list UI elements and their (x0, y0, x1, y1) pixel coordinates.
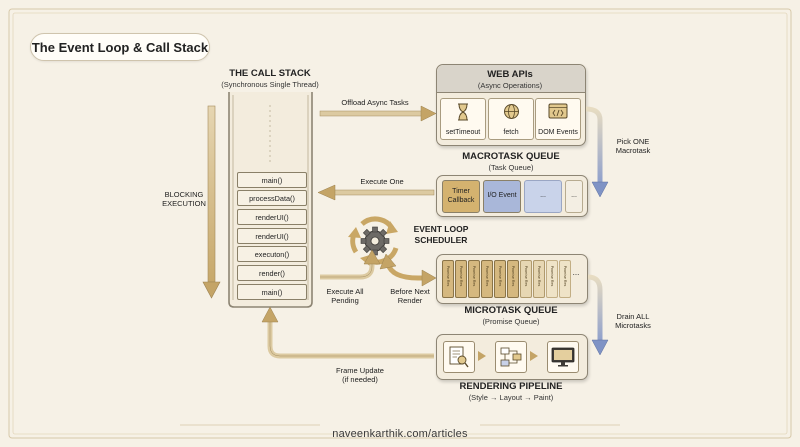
stack-frame: renderUI() (237, 209, 307, 225)
footer-url[interactable]: naveenkarthik.com/articles (332, 428, 468, 440)
macrotask-heading: MACROTASK QUEUE (462, 151, 560, 162)
web-apis-subheading: (Async Operations) (477, 81, 543, 90)
frame-update-label: Frame Update(if needed) (336, 366, 384, 385)
code-window-icon (548, 103, 568, 119)
api-label: setTimeout (445, 129, 481, 136)
api-label: DOM Events (538, 129, 578, 136)
render-step-style (443, 341, 475, 373)
paint-monitor-icon (551, 347, 575, 367)
microtask-item: Promise Res (494, 260, 506, 298)
stack-frame: main() (237, 284, 307, 300)
microtask-subheading: (Promise Queue) (482, 317, 540, 326)
api-card-dom-events: DOM Events (535, 98, 581, 140)
stack-frame: main() (237, 172, 307, 188)
hourglass-icon (458, 103, 468, 121)
api-card-fetch: fetch (488, 98, 534, 140)
microtask-item: Promise Res (481, 260, 493, 298)
macrotask-item: I/O Event (483, 180, 521, 213)
api-card-settimeout: setTimeout (440, 98, 486, 140)
microtask-ellipsis: ... (572, 268, 580, 277)
web-apis-heading: WEB APIs (487, 69, 533, 80)
microtask-item: Promise Res (455, 260, 467, 298)
offload-label: Offload Async Tasks (341, 98, 409, 107)
globe-icon (504, 104, 519, 119)
execute-one-label: Execute One (360, 177, 404, 186)
microtask-item: Promise Res (546, 260, 558, 298)
call-stack-heading: THE CALL STACK (229, 68, 311, 79)
microtask-item: Promise Res (533, 260, 545, 298)
stack-frame: renderUI() (237, 228, 307, 244)
microtask-item: Promise Res (468, 260, 480, 298)
microtask-item: Promise Res (520, 260, 532, 298)
call-stack-subheading: (Synchronous Single Thread) (221, 80, 319, 89)
api-label: fetch (503, 129, 519, 136)
macrotask-item: ... (565, 180, 583, 213)
render-step-layout (495, 341, 527, 373)
diagram-title: The Event Loop & Call Stack (30, 33, 210, 61)
render-step-paint (547, 341, 579, 373)
stack-frame: processData() (237, 190, 307, 206)
rendering-subheading: (Style → Layout → Paint) (468, 393, 554, 402)
macrotask-item: ... (524, 180, 562, 213)
microtask-heading: MICROTASK QUEUE (464, 305, 558, 316)
rendering-heading: RENDERING PIPELINE (459, 381, 563, 392)
layout-flow-icon (500, 347, 522, 367)
style-inspect-icon (449, 346, 469, 368)
stack-frame: render() (237, 265, 307, 281)
stack-frame: executon() (237, 246, 307, 262)
microtask-item: Promise Res (559, 260, 571, 298)
macrotask-subheading: (Task Queue) (488, 163, 534, 172)
microtask-item: Promise Res (507, 260, 519, 298)
microtask-item: Promise Res (442, 260, 454, 298)
macrotask-item: Timer Callback (442, 180, 480, 213)
